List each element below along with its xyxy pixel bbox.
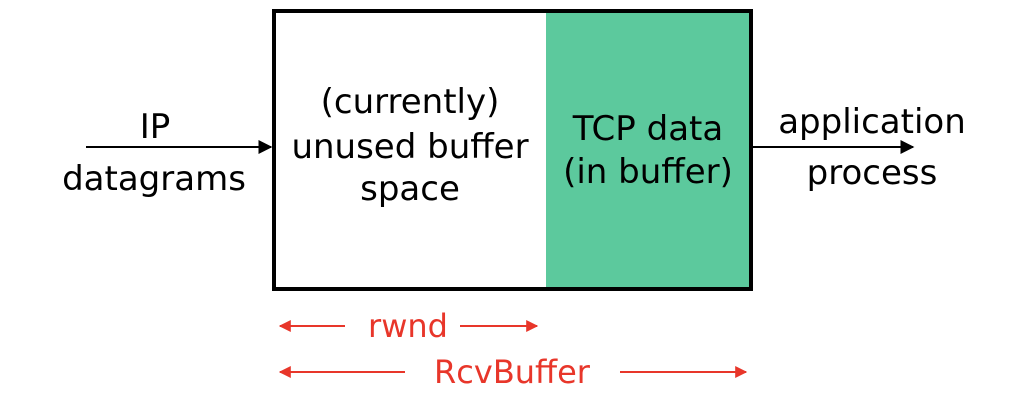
input-label-line1: IP xyxy=(140,107,171,147)
data-label-line1: TCP data xyxy=(572,109,723,149)
data-label-line2: (in buffer) xyxy=(563,152,733,192)
buffer-outline xyxy=(272,9,753,291)
unused-buffer-region xyxy=(274,11,546,289)
rwnd-label: rwnd xyxy=(368,307,448,345)
rcvbuffer-label: RcvBuffer xyxy=(434,353,591,391)
output-label-line2: process xyxy=(807,153,938,193)
tcp-data-region xyxy=(546,11,751,289)
output-label-line1: application xyxy=(778,102,966,142)
unused-label-line1: (currently) xyxy=(321,82,500,122)
unused-label-line3: space xyxy=(360,169,460,209)
input-label-line2: datagrams xyxy=(62,159,246,199)
unused-label-line2: unused buffer xyxy=(291,127,528,167)
